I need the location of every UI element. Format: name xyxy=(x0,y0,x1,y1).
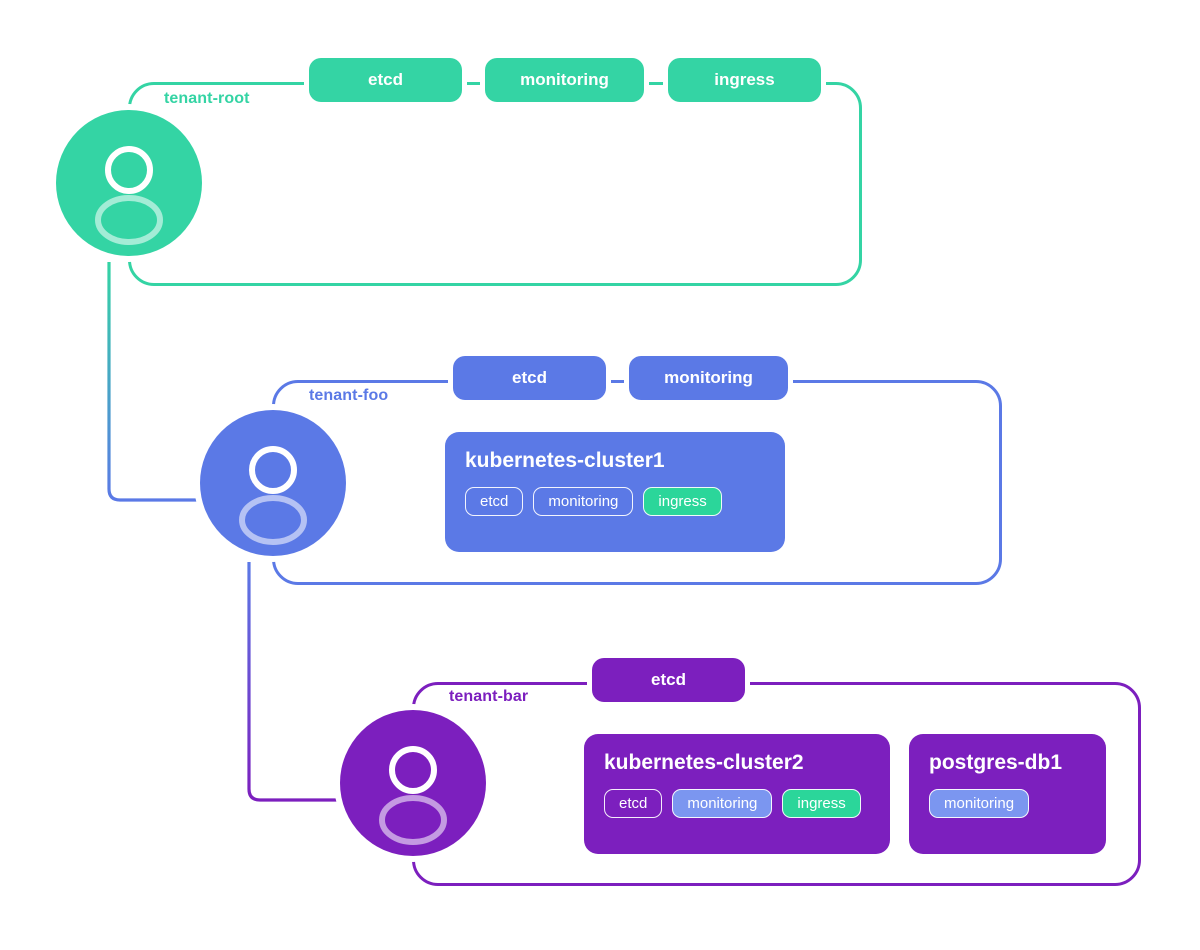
tenant-foo-tag-etcd[interactable]: etcd xyxy=(453,356,606,400)
resource-chip-ingress[interactable]: ingress xyxy=(643,487,722,516)
resource-card-title: kubernetes-cluster1 xyxy=(465,449,665,472)
resource-chip-etcd[interactable]: etcd xyxy=(465,487,524,516)
tenant-root-avatar[interactable] xyxy=(56,110,202,256)
tenant-root-tag-monitoring[interactable]: monitoring xyxy=(485,58,644,102)
resource-chip-list: etcd monitoring ingress xyxy=(465,487,765,516)
tenant-foo-tag-monitoring[interactable]: monitoring xyxy=(629,356,788,400)
user-avatar-icon xyxy=(95,146,163,245)
tenant-root-frame xyxy=(128,82,862,286)
connector-foo-to-bar xyxy=(247,562,340,802)
tenant-foo-avatar[interactable] xyxy=(200,410,346,556)
resource-chip-monitoring[interactable]: monitoring xyxy=(672,789,773,818)
resource-card-title: postgres-db1 xyxy=(929,751,1063,774)
resource-chip-list: monitoring xyxy=(929,789,1086,818)
resource-card-kubernetes-cluster2[interactable]: kubernetes-cluster2 etcd monitoring ingr… xyxy=(584,734,890,854)
tenant-root-tag-ingress[interactable]: ingress xyxy=(668,58,821,102)
resource-chip-monitoring[interactable]: monitoring xyxy=(929,789,1030,818)
resource-chip-etcd[interactable]: etcd xyxy=(604,789,663,818)
user-avatar-icon xyxy=(239,446,307,545)
resource-chip-ingress[interactable]: ingress xyxy=(782,789,861,818)
tenant-bar-label: tenant-bar xyxy=(449,688,529,705)
connector-root-to-foo xyxy=(107,262,200,502)
resource-card-title: kubernetes-cluster2 xyxy=(604,751,804,774)
resource-chip-list: etcd monitoring ingress xyxy=(604,789,870,818)
user-avatar-icon xyxy=(379,746,447,845)
resource-chip-monitoring[interactable]: monitoring xyxy=(533,487,634,516)
tenant-foo-label: tenant-foo xyxy=(309,387,389,404)
tenant-bar-tag-etcd[interactable]: etcd xyxy=(592,658,745,702)
resource-card-postgres-db1[interactable]: postgres-db1 monitoring xyxy=(909,734,1106,854)
tenant-root-tag-etcd[interactable]: etcd xyxy=(309,58,462,102)
tenant-root-label: tenant-root xyxy=(164,90,250,107)
tenant-bar-avatar[interactable] xyxy=(340,710,486,856)
resource-card-kubernetes-cluster1[interactable]: kubernetes-cluster1 etcd monitoring ingr… xyxy=(445,432,785,552)
